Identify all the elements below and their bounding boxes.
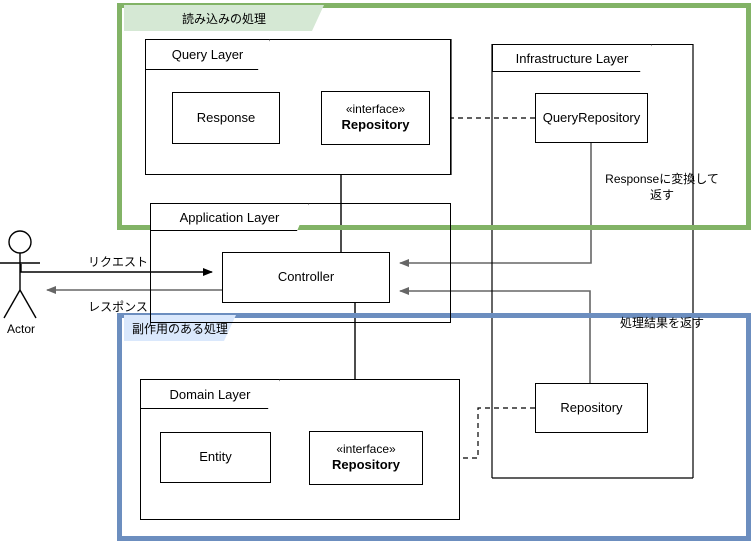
edge-label-response-text: レスポンス (88, 300, 148, 314)
edge-label-request-text: リクエスト (87, 255, 148, 269)
node-domain-repository-interface[interactable]: «interface» Repository (309, 431, 423, 485)
package-domain-layer-label: Domain Layer (169, 386, 251, 402)
node-entity-label: Entity (199, 449, 232, 465)
edge-label-convert-line2: 返す (649, 187, 674, 202)
node-repository-impl[interactable]: Repository (535, 383, 648, 433)
node-query-repository[interactable]: QueryRepository (535, 93, 648, 143)
edge-repository-to-controller (399, 287, 591, 383)
node-controller-label: Controller (277, 269, 335, 285)
edge-label-convert-line1: Responseに変換して (605, 172, 719, 186)
node-query-repository-interface-stereotype: «interface» (345, 102, 406, 117)
node-query-repository-interface[interactable]: «interface» Repository (321, 91, 430, 145)
package-application-layer-label: Application Layer (179, 209, 280, 225)
edge-label-response: レスポンス (73, 300, 163, 316)
group-write-title-label: 副作用のある処理 (131, 321, 228, 336)
edge-label-return-result-text: 処理結果を返す (619, 316, 704, 330)
edge-repository-realizes-domain-interface (429, 407, 535, 458)
package-infrastructure-layer-tab: Infrastructure Layer (492, 44, 652, 72)
actor-label: Actor (0, 322, 42, 336)
node-entity[interactable]: Entity (160, 432, 271, 483)
node-repository-impl-label: Repository (560, 399, 623, 415)
node-domain-repository-interface-name: Repository (332, 457, 400, 473)
edge-label-convert-to-response: Responseに変換して 返す (592, 172, 732, 203)
edge-queryrepository-to-controller (399, 143, 592, 267)
node-query-repository-interface-name: Repository (341, 117, 410, 133)
node-query-repository-label: QueryRepository (542, 109, 641, 125)
node-response[interactable]: Response (172, 92, 280, 144)
package-application-layer-tab: Application Layer (150, 203, 309, 231)
node-domain-repository-interface-stereotype: «interface» (336, 442, 396, 457)
actor-label-text: Actor (6, 322, 35, 336)
node-controller[interactable]: Controller (222, 252, 390, 303)
group-read-title: 読み込みの処理 (124, 5, 324, 31)
group-read-frame (117, 3, 751, 230)
package-query-layer-label: Query Layer (171, 47, 244, 62)
group-write-title: 副作用のある処理 (124, 315, 236, 341)
group-write-frame (117, 313, 751, 541)
edge-label-return-result: 処理結果を返す (592, 316, 732, 332)
package-query-layer-tab: Query Layer (145, 39, 270, 70)
package-infrastructure-layer-label: Infrastructure Layer (515, 50, 629, 66)
node-response-label: Response (196, 109, 256, 125)
edge-actor-to-controller-request (20, 264, 213, 276)
package-domain-layer-tab: Domain Layer (140, 379, 280, 409)
edge-label-request: リクエスト (73, 255, 163, 271)
group-read-title-label: 読み込みの処理 (181, 11, 266, 26)
actor-figure (0, 230, 40, 319)
